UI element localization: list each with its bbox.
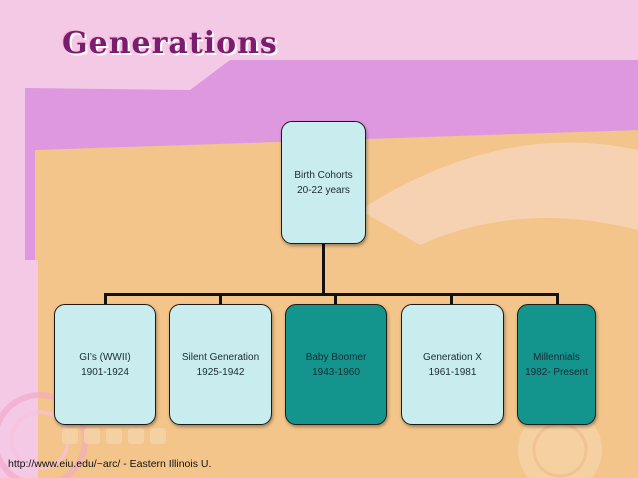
node-label: Baby Boomer [305,351,367,363]
connector-child-1 [104,293,107,305]
node-label: Birth Cohorts [294,169,353,181]
node-years: 1961-1981 [428,366,477,378]
node-years: 1943-1960 [312,366,360,378]
source-footer: http://www.eiu.edu/~arc/ - Eastern Illin… [8,458,212,470]
connector-child-4 [450,293,453,305]
connector-child-5 [556,293,559,305]
node-label: Generation X [423,351,482,363]
node-label: Millennials [533,351,580,363]
connector-horizontal-bar [104,293,559,296]
connector-child-3 [334,293,337,305]
node-years: 1925-1942 [196,366,245,378]
node-birth-cohorts: Birth Cohorts 20-22 years [281,121,366,244]
node-sublabel: 20-22 years [297,184,350,196]
node-label: Silent Generation [181,351,260,363]
node-label: GI’s (WWII) [79,351,131,363]
node-millennials: Millennials 1982- Present [517,304,596,425]
connector-child-2 [219,293,222,305]
node-years: 1982- Present [525,366,588,378]
node-baby-boomer: Baby Boomer 1943-1960 [285,304,387,425]
node-silent-generation: Silent Generation 1925-1942 [169,304,272,425]
node-years: 1901-1924 [81,366,129,378]
node-generation-x: Generation X 1961-1981 [401,304,504,425]
page-title: Generations [62,26,278,61]
node-gis-wwii: GI’s (WWII) 1901-1924 [54,304,156,425]
connector-root-stem [322,243,325,295]
